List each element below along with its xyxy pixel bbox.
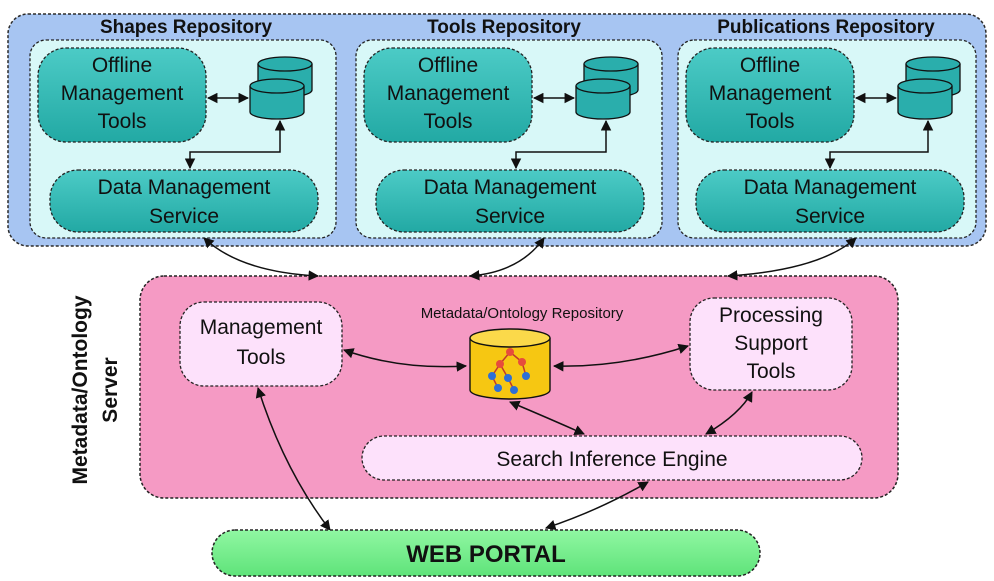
database-icon (249, 56, 313, 120)
data-service-line1: Data Management (98, 176, 271, 199)
data-service-line2: Service (795, 205, 865, 228)
ontology-to-processing-arrow (552, 343, 689, 372)
search-to-portal-arrow (545, 481, 649, 530)
processing-support-tools-box (689, 297, 853, 391)
search-inference-engine-box (361, 435, 863, 481)
search-inference-engine-label: Search Inference Engine (496, 448, 727, 471)
ontology-to-search-arrow (509, 400, 585, 435)
management-tools-line2: Tools (236, 346, 285, 369)
repository-tools: Tools Repository Offline Management Tool… (355, 17, 663, 239)
data-management-service-box (695, 169, 965, 233)
processing-tools-line1: Processing (719, 304, 823, 327)
db-to-service-arrow (184, 119, 286, 170)
web-portal-label: WEB PORTAL (406, 541, 566, 568)
db-to-service-arrow (510, 119, 612, 170)
offline-tools-line3: Tools (745, 110, 794, 133)
management-to-portal-arrow (255, 386, 331, 531)
ontology-database-icon (469, 328, 551, 400)
offline-tools-line2: Management (387, 82, 510, 105)
offline-tools-line2: Management (709, 82, 832, 105)
offline-tools-line1: Offline (418, 54, 478, 77)
server-side-label: Metadata/Ontology Server (69, 295, 122, 484)
offline-tools-line2: Management (61, 82, 184, 105)
data-service-line2: Service (149, 205, 219, 228)
data-service-line1: Data Management (744, 176, 917, 199)
offline-management-tools-box (363, 47, 533, 143)
database-icon (897, 56, 961, 120)
offline-tools-line1: Offline (740, 54, 800, 77)
management-to-ontology-arrow (343, 348, 468, 372)
publications-service-to-server-arrow (726, 237, 857, 281)
offline-management-tools-box (685, 47, 855, 143)
shapes-service-to-server-arrow (203, 237, 320, 281)
repository-shapes: Shapes Repository Offline Management Too… (29, 17, 337, 239)
processing-tools-line3: Tools (746, 360, 795, 383)
data-service-line2: Service (475, 205, 545, 228)
repository-title: Shapes Repository (100, 17, 273, 38)
management-tools-line1: Management (200, 316, 323, 339)
repository-title: Publications Repository (717, 17, 935, 38)
data-management-service-box (375, 169, 645, 233)
ontology-repository-caption: Metadata/Ontology Repository (421, 305, 624, 322)
offline-tools-line3: Tools (423, 110, 472, 133)
db-to-service-arrow (824, 119, 934, 170)
database-icon (575, 56, 639, 120)
offline-tools-line1: Offline (92, 54, 152, 77)
web-portal-box (211, 529, 761, 577)
offline-management-tools-box (37, 47, 207, 143)
repository-publications: Publications Repository Offline Manageme… (677, 17, 977, 239)
management-tools-box (179, 301, 343, 387)
ontology-graph-icon (488, 348, 530, 394)
server-side-label-line1: Metadata/Ontology (69, 295, 92, 484)
repository-title: Tools Repository (427, 17, 581, 38)
data-management-service-box (49, 169, 319, 233)
processing-to-search-arrow (705, 391, 753, 435)
data-service-line1: Data Management (424, 176, 597, 199)
processing-tools-line2: Support (734, 332, 808, 355)
tools-service-to-server-arrow (468, 237, 545, 281)
server-side-label-line2: Server (99, 357, 122, 422)
offline-tools-line3: Tools (97, 110, 146, 133)
